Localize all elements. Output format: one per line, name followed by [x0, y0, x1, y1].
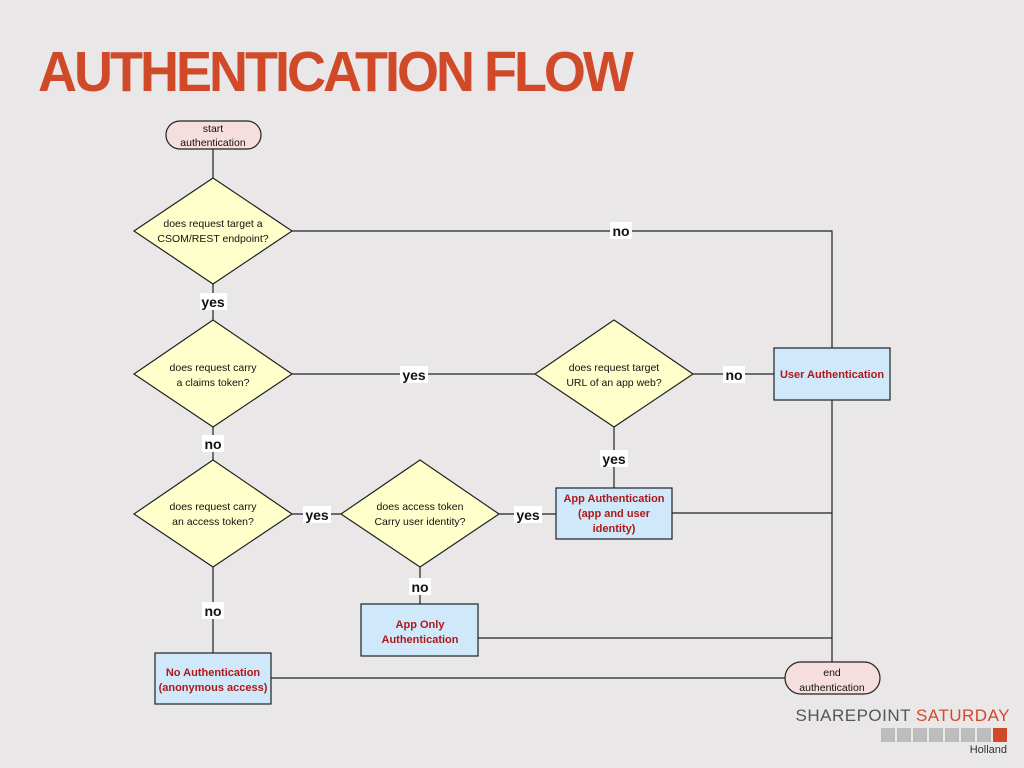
app-auth-line-3: identity) — [593, 523, 636, 535]
logo-blocks — [881, 728, 1007, 742]
edge-label-claims-yes: yes — [400, 366, 428, 383]
app-only-line-1: App Only — [396, 619, 446, 631]
logo-block — [977, 728, 991, 742]
slide-title: AUTHENTICATION FLOW — [38, 40, 634, 104]
app-authentication-box: App Authentication (app and user identit… — [555, 487, 673, 540]
decision-claims-line-2: a claims token? — [177, 377, 250, 389]
user-authentication-box: User Authentication — [773, 347, 891, 401]
decision-csom-line-1: does request target a — [163, 218, 262, 230]
edge-csom-yes-text: yes — [201, 294, 225, 310]
end-line-2: authentication — [799, 682, 865, 694]
logo-block-accent — [993, 728, 1007, 742]
logo-block — [929, 728, 943, 742]
decision-identity-line-1: does access token — [377, 501, 464, 513]
decision-appweb-line-1: does request target — [569, 362, 660, 374]
edge-access-yes-text: yes — [305, 507, 329, 523]
edge-label-access-no: no — [202, 602, 224, 619]
decision-user-identity: does access token Carry user identity? — [339, 459, 501, 568]
logo-block — [897, 728, 911, 742]
logo-word-1: SHAREPOINT — [795, 706, 911, 725]
edge-identity-yes-text: yes — [516, 507, 540, 523]
logo-block — [945, 728, 959, 742]
edge-appweb-yes-text: yes — [602, 451, 626, 467]
edge-label-csom-yes: yes — [200, 293, 227, 310]
edge-label-identity-yes: yes — [514, 506, 542, 523]
start-line-1: start — [203, 123, 224, 135]
edge-label-identity-no: no — [409, 578, 431, 595]
sharepoint-saturday-logo: SHAREPOINT SATURDAY Holland — [745, 706, 1010, 764]
no-auth-line-2: (anonymous access) — [159, 682, 268, 694]
edge-label-claims-no: no — [202, 435, 224, 452]
logo-wordmark: SHAREPOINT SATURDAY — [796, 706, 1011, 726]
edge-label-csom-no: no — [610, 222, 632, 239]
decision-access-token: does request carry an access token? — [132, 459, 294, 568]
decision-appweb-line-2: URL of an app web? — [566, 377, 662, 389]
decision-access-line-2: an access token? — [172, 516, 254, 528]
decision-identity-line-2: Carry user identity? — [374, 516, 465, 528]
edge-claims-yes-text: yes — [402, 367, 426, 383]
connectors — [212, 149, 833, 679]
edge-label-access-yes: yes — [303, 506, 331, 523]
end-line-1: end — [823, 667, 841, 679]
decision-access-line-1: does request carry — [170, 501, 258, 513]
end-terminal: end authentication — [784, 661, 881, 695]
edge-identity-no-text: no — [411, 579, 428, 595]
decision-claims-token: does request carry a claims token? — [132, 319, 294, 428]
decision-app-web: does request target URL of an app web? — [533, 319, 695, 428]
edge-csom-no-text: no — [612, 223, 629, 239]
logo-subtitle: Holland — [969, 744, 1007, 756]
start-line-2: authentication — [180, 137, 246, 149]
logo-block — [913, 728, 927, 742]
app-only-box: App Only Authentication — [360, 603, 479, 657]
logo-block — [961, 728, 975, 742]
app-only-line-2: Authentication — [382, 634, 459, 646]
start-terminal: start authentication — [165, 120, 262, 150]
edge-label-appweb-no: no — [723, 366, 745, 383]
edge-access-no-text: no — [204, 603, 221, 619]
app-auth-line-1: App Authentication — [563, 493, 664, 505]
logo-block — [881, 728, 895, 742]
no-authentication-box: No Authentication (anonymous access) — [154, 652, 272, 705]
edge-appweb-no-text: no — [725, 367, 742, 383]
edge-claims-no-text: no — [204, 436, 221, 452]
no-auth-line-1: No Authentication — [166, 667, 261, 679]
decision-csom-line-2: CSOM/REST endpoint? — [157, 233, 268, 245]
decision-csom-endpoint: does request target a CSOM/REST endpoint… — [132, 177, 294, 285]
user-auth-label: User Authentication — [780, 369, 884, 381]
edge-label-appweb-yes: yes — [600, 450, 628, 467]
logo-word-2: SATURDAY — [915, 706, 1010, 725]
app-auth-line-2: (app and user — [578, 508, 651, 520]
decision-claims-line-1: does request carry — [170, 362, 258, 374]
